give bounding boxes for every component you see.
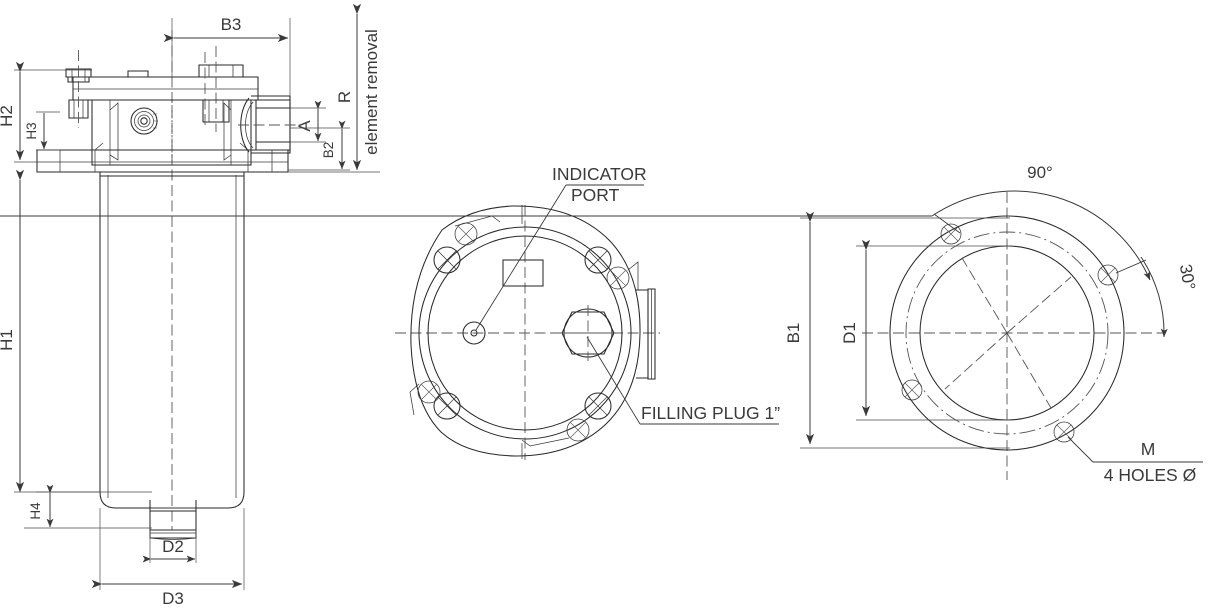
nameplate-rect [502,259,544,287]
view-top-plan: INDICATOR PORT FILLING PLUG 1” [395,164,780,460]
head-body [91,99,252,166]
dimension-label-d3: D3 [162,589,184,608]
bolt-lug [433,246,461,274]
ray-2 [1006,276,1072,334]
bolt-lug [584,392,612,420]
side-port-flange [636,288,656,380]
filling-plug-label: FILLING PLUG 1” [641,403,780,423]
outlet-port [238,95,300,154]
dimension-label-h3: H3 [24,122,39,139]
angle-90-dimension: 90° [0,163,1151,281]
filling-plug-feature [556,305,620,361]
bolt-circle [905,231,1109,435]
drain-spigot [149,500,197,540]
indicator-port-line2: PORT [571,185,620,205]
dimension-label-r: R [335,91,354,103]
dimension-label-b3: B3 [221,15,242,34]
angle-30-label: 30° [1176,263,1199,292]
cover-outer-circle [418,226,632,440]
mounting-hole [1097,264,1119,286]
dimension-label-b1: B1 [784,323,803,344]
filter-bowl [99,172,245,540]
bolt-lug [433,392,461,420]
left-bolt [65,50,92,128]
secondary-lug [521,418,590,447]
flange-outer-circle [889,215,1125,451]
dimension-d3: D3 [91,508,245,608]
annotation-indicator-port: INDICATOR PORT [475,164,647,331]
hole-note-line1: M [1141,439,1156,459]
dimension-h4: H4 [24,484,152,529]
dimension-d1: D1 [840,239,1010,421]
dimension-label-d2: D2 [162,537,184,556]
secondary-lug [606,261,639,290]
dimension-h2: H2 [0,61,92,163]
view-flange-plan: 90° 30° B1 D1 M 4 HOLES Ø [0,163,1203,485]
dimension-r: R [335,3,362,171]
annotation-filling-plug: FILLING PLUG 1” [586,336,780,425]
mounting-hole [901,379,923,401]
head-body-inner-left [109,102,119,161]
label-element-removal: element removal [362,29,381,155]
dimension-label-h2: H2 [0,105,16,127]
bolt-lug-group [433,246,612,420]
dimension-label-h1: H1 [0,329,16,351]
indicator-gauge-boss [130,107,158,135]
view-side-section: B3 R element removal H2 H3 [0,3,381,608]
head-body-inner-right [223,102,232,161]
dimension-label-h4: H4 [28,502,43,520]
dimension-b3: B3 [163,15,291,96]
annotation-hole-note: M 4 HOLES Ø [1067,436,1203,485]
secondary-lug-group [409,215,639,447]
dimension-d2: D2 [142,530,197,563]
hole-note-line2: 4 HOLES Ø [1104,465,1197,485]
top-boss [127,70,149,78]
dimension-a: A [290,100,326,143]
ray-4 [1006,332,1052,409]
mounting-hole-group [901,223,1119,443]
cover-inner-circle [427,235,623,431]
filter-head-assembly [36,46,300,173]
dimension-h3: H3 [24,111,60,151]
dimension-label-b2: B2 [321,142,336,159]
indicator-port-feature [462,321,486,345]
note-element-removal: element removal [288,29,381,173]
dimension-b1: B1 [784,211,1010,449]
ray-1 [944,332,1008,390]
angle-90-label: 90° [1027,163,1053,182]
angle-30-dimension: 30° [1115,256,1199,338]
bolt-lug [584,246,612,274]
mounting-hole [1053,421,1075,443]
indicator-port-line1: INDICATOR [552,164,647,184]
dimension-label-a: A [295,120,314,132]
dimension-label-d1: D1 [840,322,859,344]
ray-3 [961,257,1008,334]
dimension-b2: B2 [288,120,350,171]
secondary-lug [409,380,441,416]
head-outer-contour [410,205,641,457]
